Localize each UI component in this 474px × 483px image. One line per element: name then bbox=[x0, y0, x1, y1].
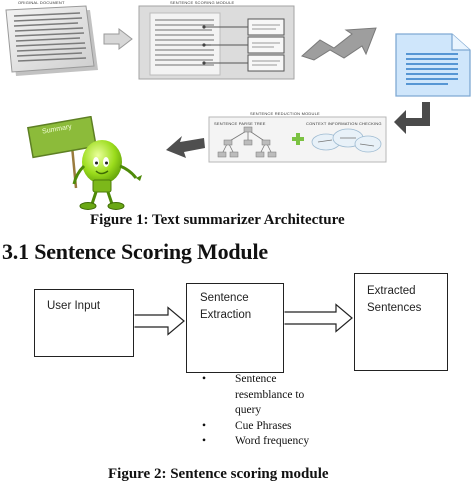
output-document-icon bbox=[395, 33, 471, 97]
original-document-label: ORIGINAL DOCUMENT bbox=[18, 0, 65, 5]
arrow-extraction-to-output bbox=[284, 303, 353, 333]
output-label-line1: Extracted bbox=[367, 285, 416, 297]
figure-2-caption: Figure 2: Sentence scoring module bbox=[108, 466, 329, 482]
list-item-text: Word frequency bbox=[235, 435, 310, 447]
parse-tree-label: SENTENCE PARSE TREE bbox=[214, 121, 266, 126]
bullet-icon: • bbox=[202, 373, 207, 385]
reduction-module-label: SENTENCE REDUCTION MODULE bbox=[250, 111, 320, 116]
scoring-module-label: SENTENCE SCORING MODULE bbox=[170, 0, 235, 5]
lightbulb-mascot-illustration bbox=[27, 116, 142, 210]
flow-arrow-1 bbox=[103, 28, 133, 50]
sentence-extraction-box: Sentence Extraction bbox=[186, 283, 284, 373]
list-item-text: Cue Phrases bbox=[235, 419, 292, 432]
scoring-module-illustration bbox=[138, 5, 295, 80]
list-item: • Word frequency bbox=[202, 434, 309, 450]
original-document-illustration bbox=[5, 5, 98, 76]
flow-arrow-4 bbox=[166, 136, 205, 158]
list-item: • Sentence resemblance to query bbox=[202, 372, 309, 419]
list-item-text: query bbox=[235, 404, 262, 416]
scoring-features-list: • Sentence resemblance to query • Cue Ph… bbox=[202, 372, 309, 450]
flow-arrow-2 bbox=[301, 27, 377, 61]
user-input-label: User Input bbox=[47, 300, 101, 312]
bullet-icon: • bbox=[202, 435, 207, 447]
extraction-label-line2: Extraction bbox=[200, 309, 252, 321]
figure-1-caption: Figure 1: Text summarizer Architecture bbox=[90, 212, 345, 228]
figure-1: ORIGINAL DOCUMENT SENTENCE SCORING MODUL… bbox=[0, 0, 474, 228]
arrow-input-to-extraction bbox=[134, 306, 185, 336]
list-item-text: Sentence bbox=[235, 373, 277, 385]
bullet-icon: • bbox=[202, 419, 207, 432]
figure-2: User Input Sentence Extraction Extracted… bbox=[0, 270, 474, 482]
output-label-line2: Sentences bbox=[367, 302, 422, 314]
extracted-sentences-box: Extracted Sentences bbox=[354, 273, 448, 371]
list-item: • Cue Phrases bbox=[202, 419, 309, 435]
user-input-box: User Input bbox=[34, 289, 134, 357]
context-information-label: CONTEXT INFORMATION CHECKING bbox=[306, 121, 382, 126]
section-heading: 3.1 Sentence Scoring Module bbox=[2, 239, 268, 264]
extraction-label-line1: Sentence bbox=[200, 292, 249, 304]
list-item-text: resemblance to bbox=[235, 388, 305, 401]
reduction-module-illustration bbox=[208, 116, 387, 163]
flow-arrow-3 bbox=[394, 102, 430, 134]
